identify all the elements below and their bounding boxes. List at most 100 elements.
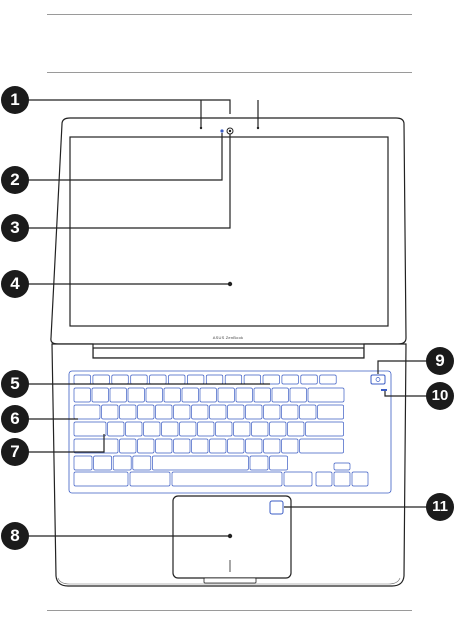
keyboard-key <box>150 375 167 384</box>
keyboard-key <box>156 439 172 453</box>
keyboard-key <box>74 439 118 453</box>
keyboard-key <box>282 439 298 453</box>
callout-9: 9 <box>426 347 454 375</box>
keyboard-key <box>228 405 244 419</box>
keyboard-key <box>126 422 142 436</box>
keyboard-key <box>234 422 250 436</box>
keyboard-key <box>74 405 100 419</box>
keyboard-key <box>93 375 110 384</box>
keyboard-key <box>92 388 108 402</box>
keyboard-key <box>300 439 344 453</box>
keyboard-key <box>320 375 337 384</box>
keyboard-key <box>120 405 136 419</box>
keyboard-key <box>138 439 154 453</box>
keyboard-key <box>254 388 270 402</box>
keyboard-key <box>180 422 196 436</box>
keyboard-key <box>210 405 226 419</box>
keyboard-key <box>352 472 368 486</box>
power-indicator <box>381 389 387 391</box>
keyboard-key <box>74 375 91 384</box>
keyboard-key <box>130 472 170 486</box>
keyboard-key <box>198 422 214 436</box>
keyboard-key <box>74 456 92 470</box>
keyboard-key <box>108 422 124 436</box>
keyboard-key <box>270 456 288 470</box>
keyboard-key <box>152 456 248 470</box>
callout-2: 2 <box>1 166 29 194</box>
keyboard-key <box>172 472 282 486</box>
microphone-right <box>257 127 259 129</box>
keyboard-key <box>300 405 316 419</box>
callout-10: 10 <box>426 382 454 410</box>
callout-1: 1 <box>1 86 29 114</box>
keyboard-key <box>225 375 242 384</box>
keyboard-key <box>264 439 280 453</box>
keyboard-key <box>174 405 190 419</box>
callout-3: 3 <box>1 214 29 242</box>
keyboard-key <box>284 472 312 486</box>
keyboard-key <box>94 456 112 470</box>
keyboard-key <box>192 439 208 453</box>
keyboard-key <box>218 388 234 402</box>
keyboard-key <box>318 405 344 419</box>
keyboard-key <box>156 405 172 419</box>
keyboard-key <box>144 422 160 436</box>
keyboard-key <box>110 388 126 402</box>
keyboard-key <box>120 439 136 453</box>
keyboard-key <box>133 456 151 470</box>
keyboard-key <box>131 375 148 384</box>
callout-6: 6 <box>1 405 29 433</box>
keyboard-key <box>74 388 90 402</box>
camera-indicator <box>220 129 223 132</box>
keyboard-key <box>146 388 162 402</box>
keyboard-key <box>192 405 208 419</box>
keyboard-key <box>290 388 306 402</box>
keyboard-key <box>301 375 318 384</box>
keyboard-key <box>128 388 144 402</box>
keyboard-key <box>334 463 350 470</box>
keyboard-key <box>216 422 232 436</box>
microphone-left <box>200 127 202 129</box>
keyboard-key <box>210 439 226 453</box>
brand-label: ASUS ZenBook <box>208 335 248 340</box>
keyboard-key <box>334 472 350 486</box>
keyboard-key <box>162 422 178 436</box>
keyboard-key <box>182 388 198 402</box>
keyboard-key <box>316 472 332 486</box>
keyboard-key <box>164 388 180 402</box>
keyboard-key <box>236 388 252 402</box>
keyboard-key <box>102 405 118 419</box>
callout-4: 4 <box>1 270 29 298</box>
keyboard-key <box>74 422 106 436</box>
keyboard-key <box>138 405 154 419</box>
keyboard-key <box>282 375 299 384</box>
keyboard-key <box>264 405 280 419</box>
keyboard-key <box>282 405 298 419</box>
keyboard-key <box>270 422 286 436</box>
keyboard-key <box>250 456 268 470</box>
keyboard-key <box>174 439 190 453</box>
keyboard-key <box>244 375 261 384</box>
callout-7: 7 <box>1 438 29 466</box>
keyboard-key <box>246 405 262 419</box>
keyboard-key <box>187 375 204 384</box>
fingerprint-sensor <box>270 501 283 514</box>
keyboard-key <box>74 472 128 486</box>
keyboard-key <box>112 375 129 384</box>
keyboard-key <box>113 456 131 470</box>
callout-5: 5 <box>1 370 29 398</box>
keyboard-key <box>252 422 268 436</box>
keyboard-key <box>288 422 304 436</box>
display-lid <box>51 118 406 344</box>
callout-8: 8 <box>1 522 29 550</box>
power-button <box>371 375 385 384</box>
keyboard-key <box>263 375 280 384</box>
keyboard-key <box>306 422 344 436</box>
keyboard-key <box>272 388 288 402</box>
callout-11: 11 <box>426 493 454 521</box>
display-panel <box>70 137 388 326</box>
keyboard-key <box>169 375 186 384</box>
keyboard-key <box>228 439 244 453</box>
keyboard-key <box>200 388 216 402</box>
